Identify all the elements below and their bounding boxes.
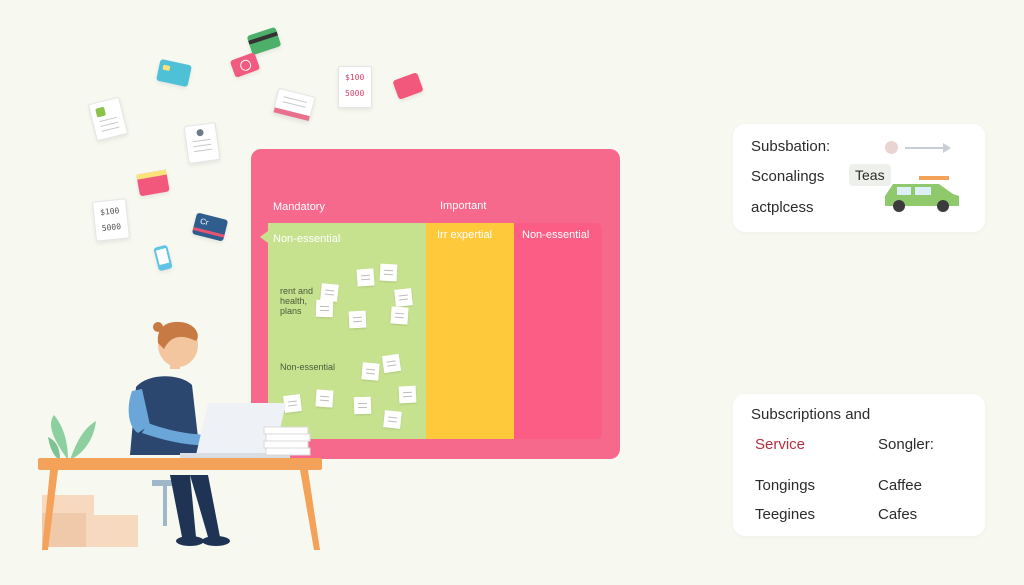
info-line: Subsbation: bbox=[751, 138, 831, 155]
column-label: Irr expertial bbox=[437, 229, 493, 241]
sticky-note bbox=[394, 288, 413, 307]
card-title: Subscriptions and bbox=[751, 406, 871, 423]
bill-document bbox=[87, 96, 129, 142]
sticky-note bbox=[381, 353, 402, 374]
info-label: Teegines bbox=[755, 506, 816, 523]
column-important-yellow: Irr expertial bbox=[426, 223, 514, 439]
sticky-note bbox=[383, 410, 402, 429]
credit-card-teal bbox=[156, 58, 192, 88]
info-label: Tongings bbox=[755, 477, 816, 494]
person-at-desk-illustration bbox=[38, 321, 322, 550]
column-label: Non-essential bbox=[522, 229, 590, 241]
wallet-icon bbox=[136, 169, 170, 197]
header-mandatory: Mandatory bbox=[273, 201, 325, 213]
info-label: Cafes bbox=[878, 506, 918, 523]
info-line: actplcess bbox=[751, 199, 814, 216]
subscriptions-services-card: Subscriptions and Service Songler: Tongi… bbox=[733, 394, 985, 536]
column-tab-arrow bbox=[260, 231, 268, 243]
avatar-icon bbox=[885, 141, 898, 154]
receipt-amount: $100 bbox=[99, 206, 120, 218]
column-non-essential-pink: Non-essential bbox=[514, 223, 602, 439]
credit-card-pink bbox=[229, 52, 261, 78]
sticky-note bbox=[348, 310, 367, 329]
phone-icon bbox=[153, 244, 173, 272]
info-label: Songler: bbox=[878, 436, 934, 453]
credit-card-blue: Cr bbox=[191, 212, 229, 242]
wallet-icon bbox=[392, 72, 424, 100]
column-label: Non-essential bbox=[273, 233, 341, 245]
priority-board: Mandatory Important Non-essential rent a… bbox=[251, 149, 620, 459]
envelope-document bbox=[272, 87, 316, 123]
credit-card-green bbox=[246, 26, 282, 56]
sticky-note bbox=[353, 396, 372, 415]
service-label: Service bbox=[755, 436, 806, 453]
receipt-document: $100 5000 bbox=[338, 66, 372, 108]
note-text: rent and health, plans bbox=[280, 286, 314, 316]
card-label: Cr bbox=[199, 216, 210, 228]
invoice-document bbox=[183, 121, 221, 165]
receipt-document: $100 5000 bbox=[92, 198, 130, 242]
subscription-info-card: Subsbation: Sconalings actplcess Teas bbox=[733, 124, 985, 232]
plant-icon bbox=[48, 415, 96, 460]
note-text: Non-essential bbox=[280, 362, 336, 372]
sticky-note bbox=[398, 385, 417, 404]
teas-badge: Teas bbox=[849, 164, 891, 186]
receipt-amount: $100 bbox=[345, 73, 365, 82]
sticky-note bbox=[361, 362, 380, 381]
receipt-amount: 5000 bbox=[101, 222, 122, 233]
receipt-amount: 5000 bbox=[345, 89, 365, 98]
header-important: Important bbox=[440, 200, 487, 212]
info-label: Caffee bbox=[878, 477, 922, 494]
sticky-note bbox=[379, 263, 398, 282]
column-non-essential-green: Non-essential rent and health, plans Non… bbox=[260, 223, 426, 439]
car-icon bbox=[885, 176, 959, 212]
sticky-note bbox=[390, 306, 409, 325]
info-line: Sconalings bbox=[751, 168, 825, 185]
sticky-note bbox=[356, 268, 375, 287]
arrow-right-icon bbox=[905, 143, 951, 153]
